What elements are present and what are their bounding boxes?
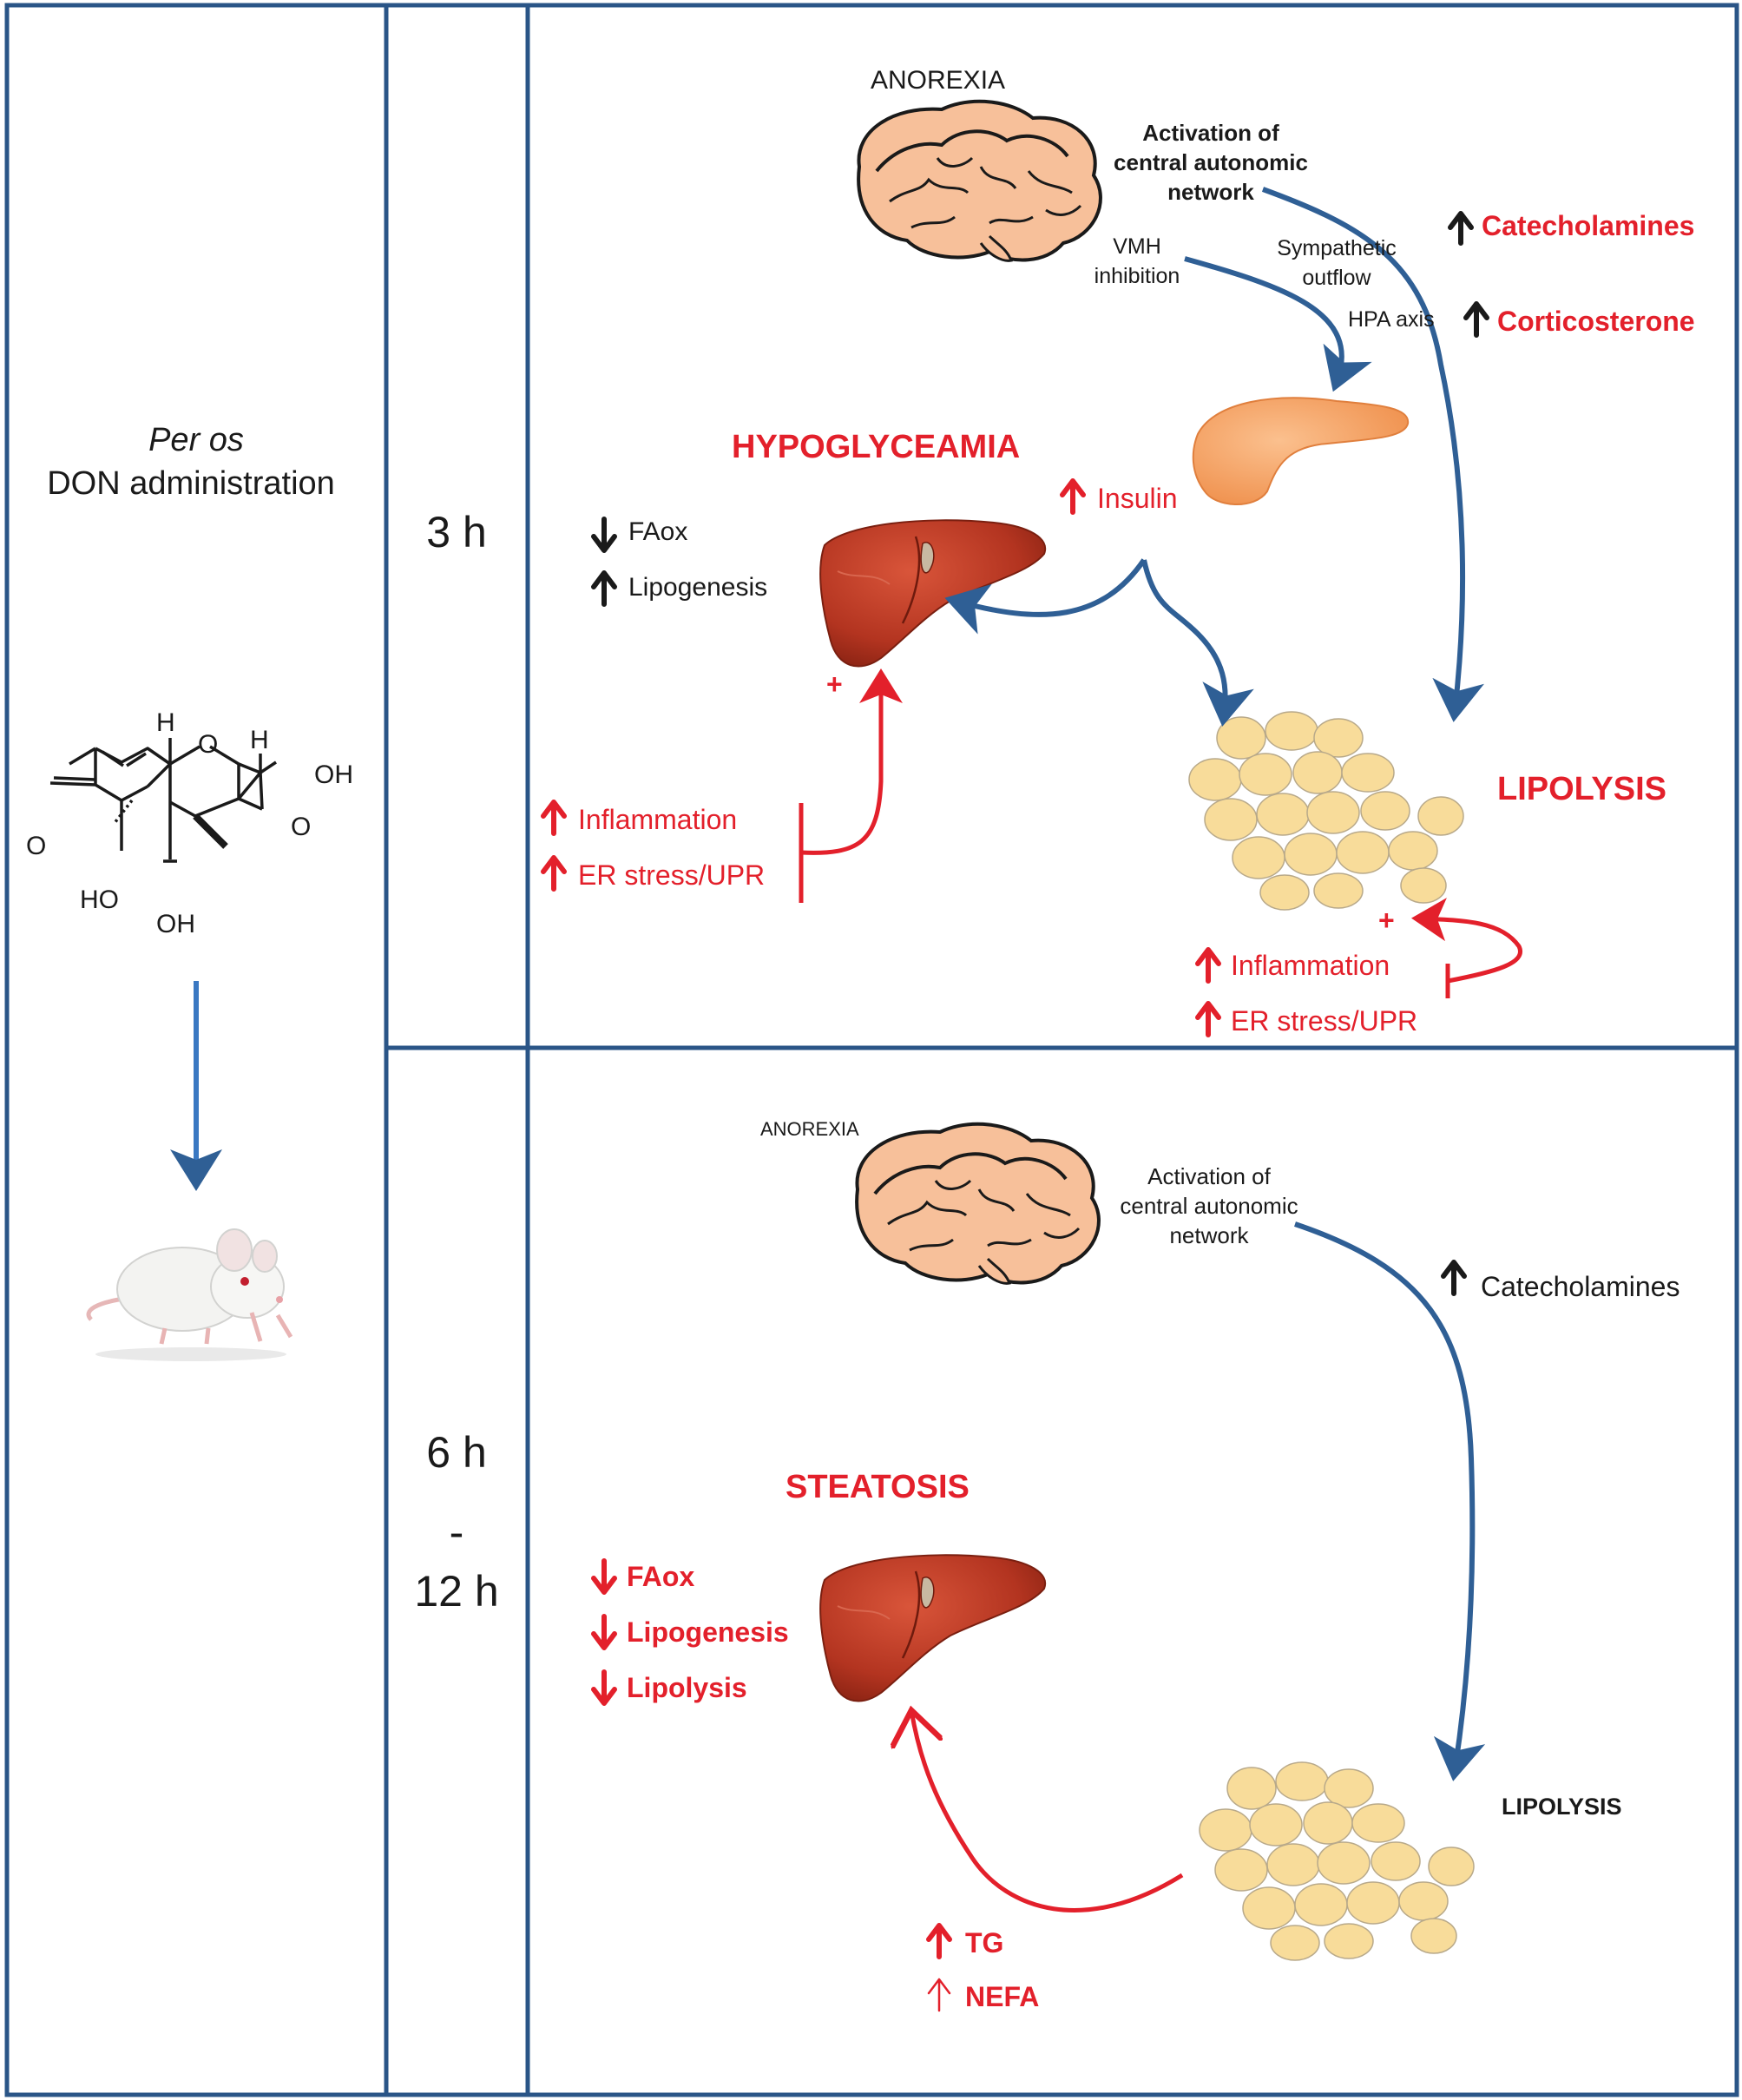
time-6h: 6 h <box>426 1428 487 1477</box>
catecholamines-label-2: Catecholamines <box>1481 1271 1680 1302</box>
activation2-line2: central autonomic <box>1120 1193 1298 1219</box>
vmh-line1: VMH <box>1113 234 1161 259</box>
hypoglyceamia-label: HYPOGLYCEAMIA <box>732 429 1021 465</box>
inflammation-label-2: Inflammation <box>1231 950 1390 981</box>
corticosterone-label: Corticosterone <box>1497 306 1695 337</box>
nefa-label: NEFA <box>965 1981 1040 2012</box>
panel2-blue-arrow <box>1294 1221 1486 1781</box>
adipose-tissue-icon <box>1188 711 1464 911</box>
liver-icon-2 <box>818 1554 1047 1702</box>
lipolysis-label: LIPOLYSIS <box>1497 771 1666 807</box>
time-3h: 3 h <box>426 508 487 556</box>
er-stress-label-2: ER stress/UPR <box>1231 1005 1418 1037</box>
faox-label-2: FAox <box>627 1561 695 1592</box>
lipogenesis-label-2: Lipogenesis <box>627 1616 789 1648</box>
brain-icon <box>857 99 1102 263</box>
sympathetic-line2: outflow <box>1302 266 1371 290</box>
atom-oh2: OH <box>156 910 195 938</box>
brain-icon-2 <box>855 1122 1101 1286</box>
time-12h: 12 h <box>414 1567 499 1616</box>
frame <box>4 3 1739 2097</box>
activation-line2: central autonomic <box>1114 149 1308 175</box>
atom-o-ketone: O <box>26 832 47 860</box>
panel1-red-arrows <box>799 668 1522 998</box>
plus-liver: + <box>826 668 843 700</box>
activation2-line1: Activation of <box>1147 1163 1271 1189</box>
inflammation-label: Inflammation <box>578 804 738 835</box>
activation-line1: Activation of <box>1142 120 1279 146</box>
activation-line3: network <box>1167 179 1254 205</box>
panel2-red-arrow <box>911 1710 1184 1912</box>
anorexia-label: ANOREXIA <box>871 66 1006 95</box>
don-molecule <box>49 738 277 863</box>
catecholamines-label: Catecholamines <box>1482 210 1695 241</box>
lipolysis-liver-label: Lipolysis <box>627 1672 747 1703</box>
lipolysis-label-2: LIPOLYSIS <box>1502 1794 1622 1820</box>
atom-o-epoxide: O <box>291 813 312 841</box>
pancreas-icon <box>1192 397 1410 505</box>
faox-label: FAox <box>628 517 688 546</box>
hpa-axis-label: HPA axis <box>1348 307 1435 332</box>
atom-o-ring: O <box>198 730 219 759</box>
activation2-line3: network <box>1169 1222 1249 1248</box>
atom-ho: HO <box>80 885 119 914</box>
atom-h2: H <box>250 726 269 754</box>
admin-label: DON administration <box>47 465 335 502</box>
panel1-blue-arrows <box>944 187 1484 727</box>
lipogenesis-label: Lipogenesis <box>628 573 768 602</box>
atom-oh1: OH <box>314 760 353 789</box>
vmh-line2: inhibition <box>1094 264 1180 288</box>
mouse-illustration <box>86 1228 293 1361</box>
plus-fat: + <box>1378 905 1395 936</box>
steatosis-label: STEATOSIS <box>786 1469 970 1505</box>
atom-h1: H <box>156 708 175 737</box>
insulin-label: Insulin <box>1097 483 1178 514</box>
adipose-tissue-icon-2 <box>1199 1761 1475 1961</box>
liver-icon <box>818 519 1047 668</box>
indicator-arrows <box>541 211 1489 2012</box>
admin-route-label: Per os <box>148 422 244 458</box>
er-stress-label: ER stress/UPR <box>578 859 766 891</box>
time-dash: - <box>449 1508 464 1557</box>
tg-label: TG <box>965 1927 1004 1958</box>
sympathetic-line1: Sympathetic <box>1277 236 1397 260</box>
anorexia-label-2: ANOREXIA <box>760 1118 859 1140</box>
